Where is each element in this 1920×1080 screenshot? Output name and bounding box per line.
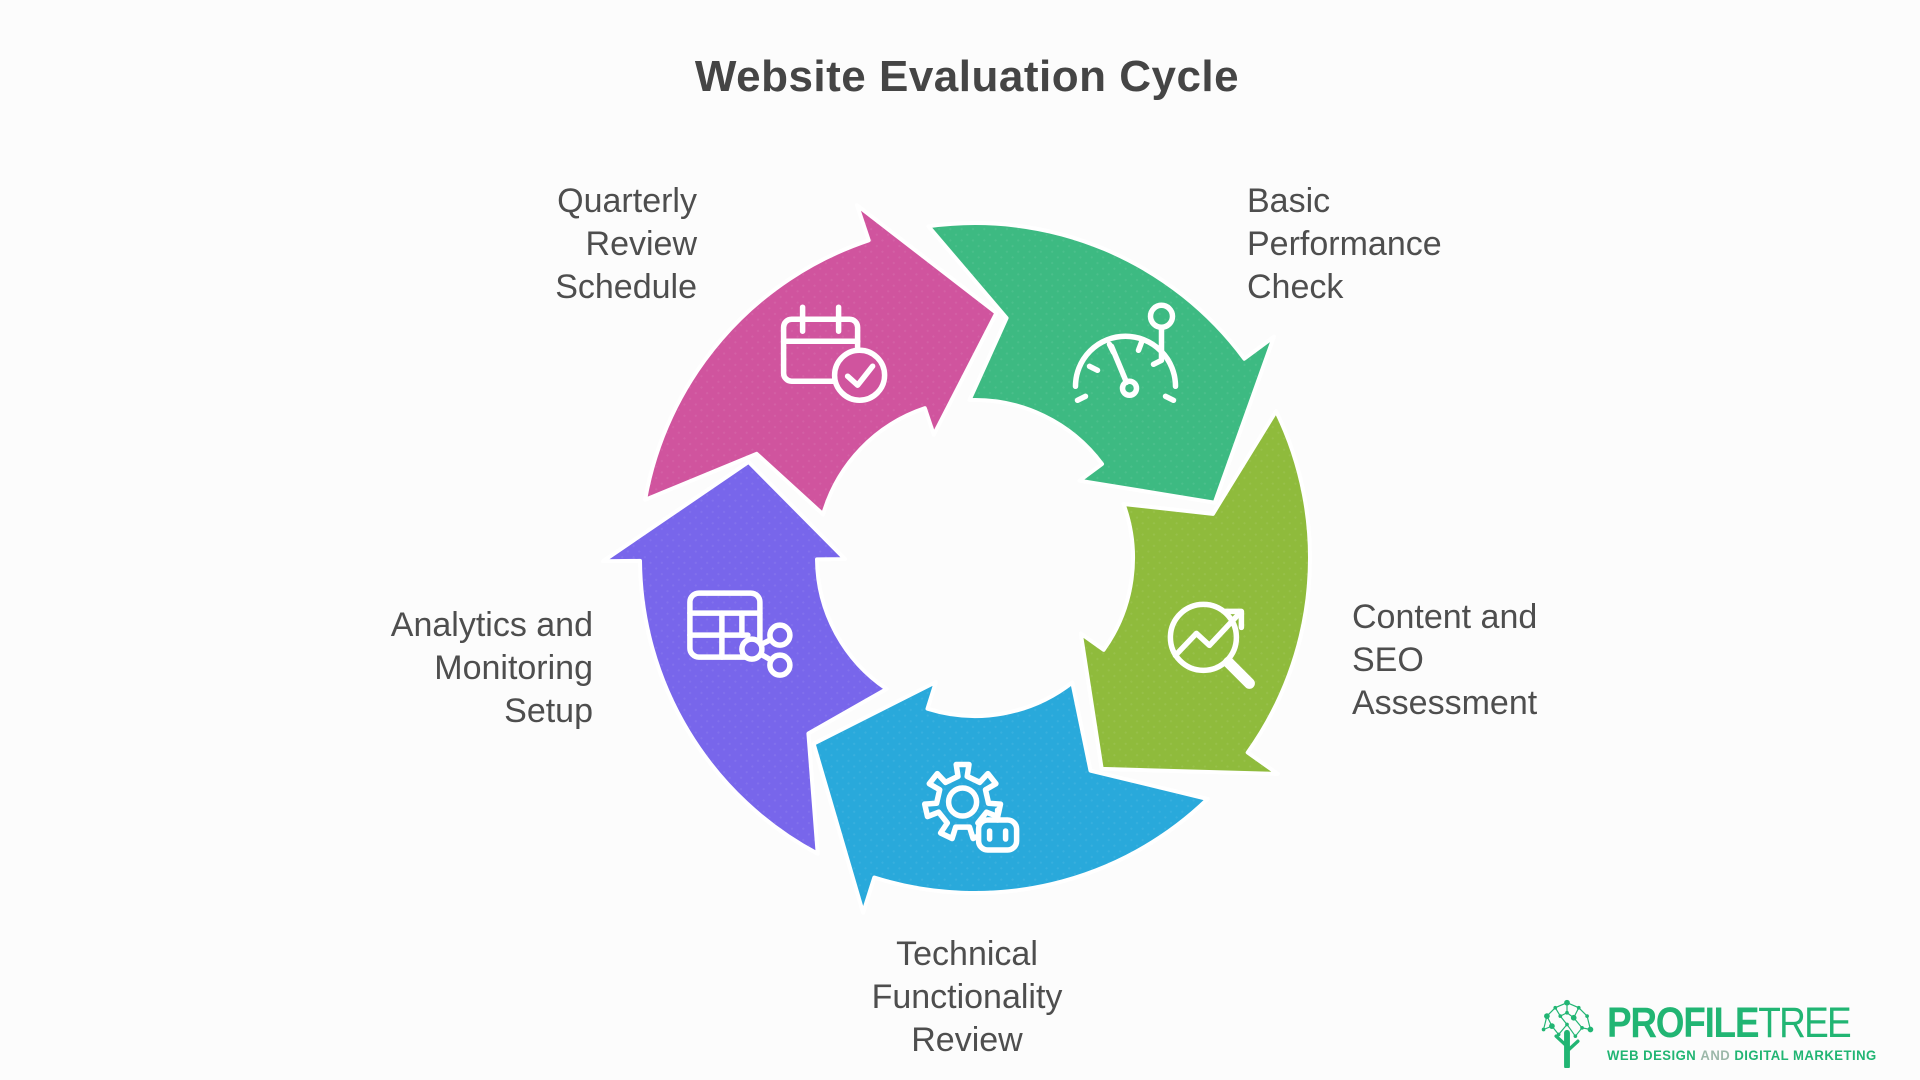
step-label-line: Assessment (1352, 684, 1538, 722)
table-share-icon (687, 590, 793, 678)
step-label-line: Basic (1247, 182, 1331, 220)
step-label-line: Schedule (555, 268, 697, 306)
cycle-arrow-texture (645, 205, 997, 515)
calendar-check-icon (780, 304, 888, 403)
step-label-line: Functionality (871, 978, 1063, 1016)
step-label-line: Review (585, 225, 697, 263)
speedometer-icon (1072, 302, 1179, 404)
step-label-analytics-and-monitoring-setup: Analytics and Monitoring Setup (391, 604, 593, 733)
search-trend-icon (1167, 601, 1255, 689)
step-label-line: Setup (504, 692, 593, 730)
cycle-arrow-texture (813, 682, 1208, 913)
profiletree-tree-icon (1542, 999, 1594, 1068)
step-label-basic-performance-check: Basic Performance Check (1247, 180, 1442, 309)
cycle-arrows (601, 203, 1312, 915)
step-label-technical-functionality-review: Technical Functionality Review (767, 933, 1167, 1062)
step-label-line: Technical (896, 935, 1038, 973)
gear-robot-icon (921, 761, 1020, 853)
step-label-line: Analytics and (390, 606, 593, 644)
step-label-line: Content and (1352, 598, 1538, 636)
step-label-line: Performance (1247, 225, 1442, 263)
step-label-line: SEO (1352, 641, 1424, 679)
step-label-line: Quarterly (557, 182, 697, 220)
step-label-line: Monitoring (434, 649, 593, 687)
step-label-quarterly-review-schedule: Quarterly Review Schedule (555, 180, 697, 309)
profiletree-logo: PROFILETREE WEB DESIGN AND DIGITAL MARKE… (1536, 996, 1890, 1068)
step-label-content-and-seo-assessment: Content and SEO Assessment (1352, 596, 1537, 725)
page-title: Website Evaluation Cycle (694, 52, 1240, 101)
profiletree-tagline: WEB DESIGN AND DIGITAL MARKETING (1607, 1047, 1878, 1063)
cycle-arrow-texture (928, 223, 1274, 503)
step-label-line: Check (1247, 268, 1344, 306)
step-label-line: Review (911, 1021, 1023, 1059)
profiletree-wordmark: PROFILETREE (1607, 999, 1852, 1048)
